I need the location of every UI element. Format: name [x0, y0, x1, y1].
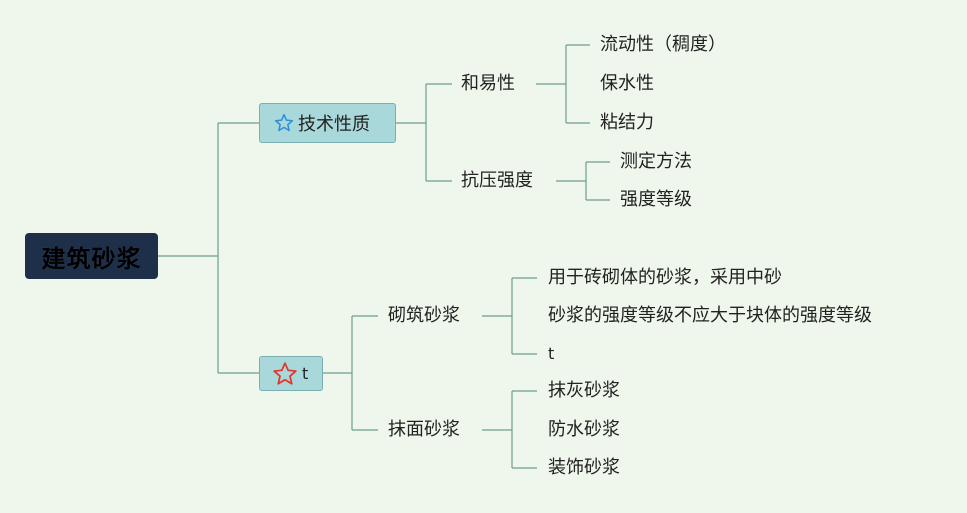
leaf-water-retention[interactable]: 保水性	[600, 72, 654, 96]
subtopic-compressive-strength[interactable]: 抗压强度	[461, 169, 533, 193]
leaf-decorative-mortar[interactable]: 装饰砂浆	[548, 456, 620, 480]
leaf-strength-grade-label: 强度等级	[620, 189, 692, 210]
topic-t-label: t	[302, 364, 309, 383]
subtopic-plaster-mortar-label: 抹面砂浆	[388, 419, 460, 440]
root-topic-label: 建筑砂浆	[41, 244, 142, 273]
subtopic-plaster-mortar[interactable]: 抹面砂浆	[388, 418, 460, 442]
star-outline-red-icon	[272, 361, 298, 387]
leaf-fluidity[interactable]: 流动性（稠度）	[600, 33, 726, 57]
subtopic-masonry-mortar[interactable]: 砌筑砂浆	[388, 304, 460, 328]
subtopic-workability[interactable]: 和易性	[461, 72, 515, 96]
leaf-adhesion[interactable]: 粘结力	[600, 111, 654, 135]
leaf-plastering-mortar-label: 抹灰砂浆	[548, 380, 620, 401]
leaf-t-label: t	[548, 344, 555, 363]
leaf-waterproof-mortar-label: 防水砂浆	[548, 419, 620, 440]
leaf-mortar-strength-limit-label: 砂浆的强度等级不应大于块体的强度等级	[548, 305, 872, 326]
leaf-fluidity-label: 流动性（稠度）	[600, 34, 726, 55]
leaf-strength-grade[interactable]: 强度等级	[620, 188, 692, 212]
subtopic-workability-label: 和易性	[461, 73, 515, 94]
subtopic-masonry-mortar-label: 砌筑砂浆	[388, 305, 460, 326]
leaf-water-retention-label: 保水性	[600, 73, 654, 94]
leaf-adhesion-label: 粘结力	[600, 112, 654, 133]
topic-technical-properties[interactable]: 技术性质	[259, 103, 396, 143]
leaf-waterproof-mortar[interactable]: 防水砂浆	[548, 418, 620, 442]
star-outline-blue-icon	[274, 113, 294, 133]
subtopic-compressive-strength-label: 抗压强度	[461, 170, 533, 191]
leaf-test-method-label: 测定方法	[620, 151, 692, 172]
leaf-t[interactable]: t	[548, 342, 554, 366]
leaf-brick-mortar-sand-label: 用于砖砌体的砂浆，采用中砂	[548, 267, 782, 288]
root-topic[interactable]: 建筑砂浆	[25, 233, 158, 279]
leaf-decorative-mortar-label: 装饰砂浆	[548, 457, 620, 478]
leaf-brick-mortar-sand[interactable]: 用于砖砌体的砂浆，采用中砂	[548, 266, 782, 290]
topic-technical-properties-label: 技术性质	[298, 114, 370, 135]
topic-t[interactable]: t	[259, 356, 323, 391]
leaf-mortar-strength-limit[interactable]: 砂浆的强度等级不应大于块体的强度等级	[548, 304, 872, 328]
leaf-plastering-mortar[interactable]: 抹灰砂浆	[548, 379, 620, 403]
leaf-test-method[interactable]: 测定方法	[620, 150, 692, 174]
